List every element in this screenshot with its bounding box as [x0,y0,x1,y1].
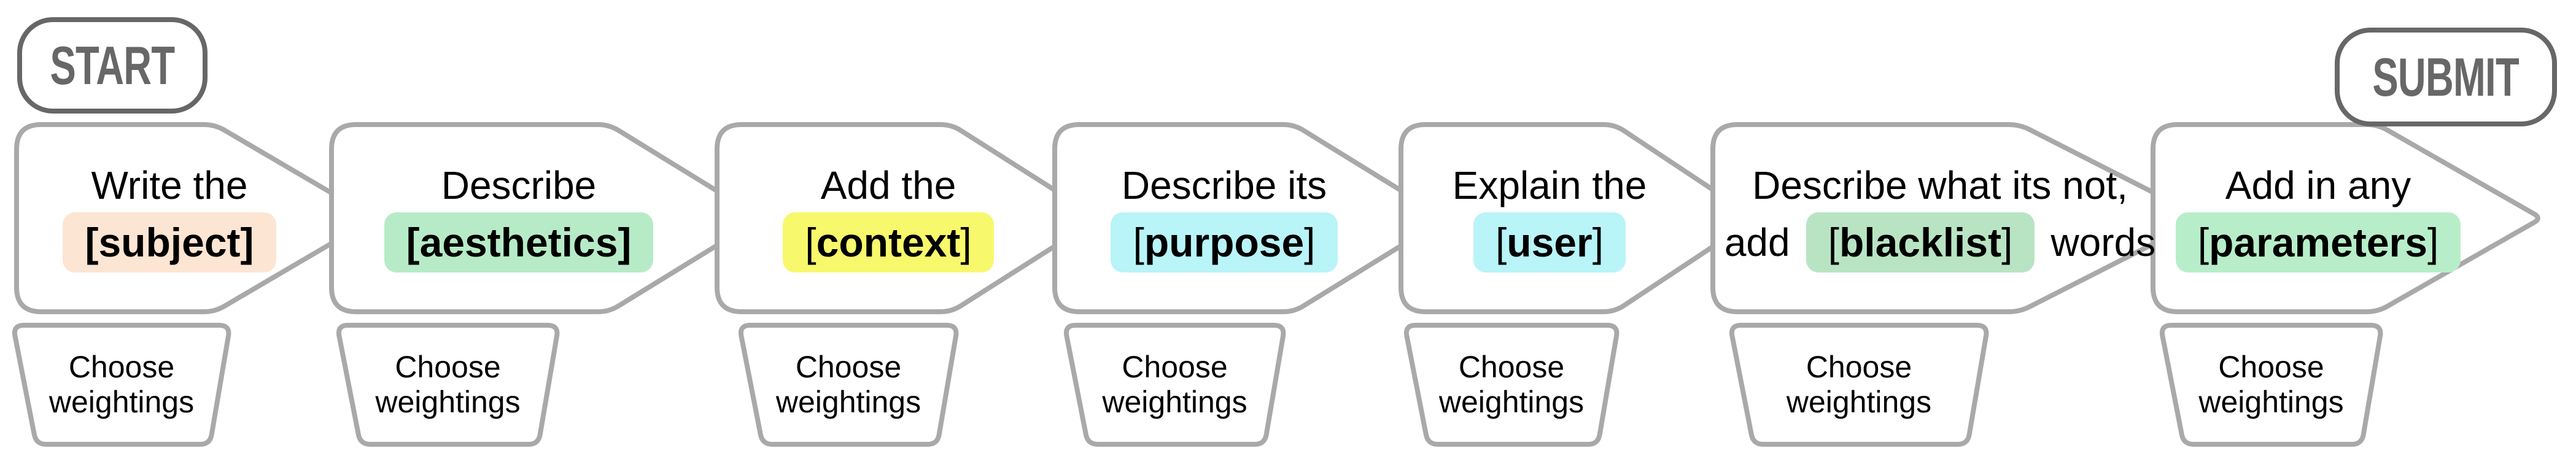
step-4-token-highlight: [purpose] [1111,212,1338,273]
choose-weightings-label-line2: weightings [1786,385,1932,419]
choose-weightings-label-line1: Choose [1806,350,1912,384]
step-1-subject-box: Write the [subject] [0,125,433,312]
step-2-token: aesthetics [419,220,618,266]
step-4-line2: [purpose] [1111,212,1338,273]
step-3-line2: [context] [783,212,994,273]
bracket-close: ] [2001,220,2013,266]
step-7-token-highlight: [parameters] [2175,212,2461,273]
step-1-token: subject [98,220,241,266]
step-7-instruction: Add in any [2225,163,2411,207]
step-4-instruction: Describe its [1121,163,1327,207]
step-6-token-highlight: [blacklist] [1806,212,2035,273]
step-6-post-text: words [2050,220,2156,265]
step-6-pre-text: add [1724,220,1790,265]
weighting-5-trapezoid [1403,323,1620,447]
choose-weightings-label-line2: weightings [1438,385,1585,419]
step-6-instruction: Describe what its not, [1752,163,2128,207]
bracket-close: ] [1304,220,1316,266]
bracket-close: ] [240,220,254,266]
bracket-open: [ [1828,220,1839,266]
choose-weightings-6[interactable]: Choose weightings [1730,325,1988,444]
step-6-token: blacklist [1839,220,2002,266]
weighting-1-trapezoid [12,323,231,447]
step-5-token: user [1507,220,1593,266]
choose-weightings-label-line2: weightings [375,385,521,419]
bracket-close: ] [618,220,632,266]
choose-weightings-label-line2: weightings [775,385,921,419]
step-7-token: parameters [2209,220,2427,266]
bracket-open: [ [805,220,817,266]
bracket-close: ] [2427,220,2439,266]
choose-weightings-1[interactable]: Choose weightings [13,325,230,444]
weighting-3-trapezoid [738,323,959,447]
weighting-6-trapezoid [1729,323,1989,447]
step-6-blacklist-box: Describe what its not, add [blacklist] w… [1676,125,2204,312]
bracket-open: [ [85,220,99,266]
submit-button[interactable]: SUBMIT [2335,28,2557,126]
start-label: START [50,34,176,96]
step-6-line2: add [blacklist] words [1724,212,2156,273]
weighting-7-trapezoid [2159,323,2383,447]
step-5-token-highlight: [user] [1473,212,1626,273]
bracket-close: ] [960,220,972,266]
choose-weightings-5[interactable]: Choose weightings [1405,325,1618,444]
step-5-instruction: Explain the [1452,163,1647,207]
choose-weightings-label-line1: Choose [1122,350,1228,384]
choose-weightings-label-line1: Choose [395,350,501,384]
step-2-aesthetics-box: Describe [aesthetics] [255,125,783,312]
choose-weightings-7[interactable]: Choose weightings [2160,325,2382,444]
step-5-user-box: Explain the [user] [1286,125,1814,312]
step-4-purpose-box: Describe its [purpose] [960,125,1488,312]
choose-weightings-4[interactable]: Choose weightings [1065,325,1285,444]
choose-weightings-label-line2: weightings [2198,385,2344,419]
choose-weightings-label-line1: Choose [2218,350,2324,384]
step-3-instruction: Add the [820,163,956,207]
choose-weightings-label-line1: Choose [68,350,175,384]
step-2-instruction: Describe [441,163,597,207]
weighting-2-trapezoid [336,323,560,447]
bracket-open: [ [1495,220,1507,266]
step-3-token: context [816,220,961,266]
step-4-token: purpose [1144,220,1305,266]
choose-weightings-2[interactable]: Choose weightings [337,325,559,444]
submit-label: SUBMIT [2372,46,2520,107]
step-2-token-highlight: [aesthetics] [384,212,654,273]
choose-weightings-label-line2: weightings [1102,385,1247,419]
step-1-instruction: Write the [91,163,248,207]
step-5-line2: [user] [1473,212,1626,273]
step-2-line2: [aesthetics] [384,212,654,273]
start-button[interactable]: START [17,17,208,114]
step-7-parameters-box: Add in any [parameters] [2054,125,2576,312]
step-1-line2: [subject] [63,212,276,273]
step-3-context-box: Add the [context] [624,125,1152,312]
weighting-4-trapezoid [1063,323,1286,447]
bracket-open: [ [2197,220,2209,266]
choose-weightings-label-line2: weightings [48,385,195,419]
bracket-close: ] [1592,220,1604,266]
step-1-token-highlight: [subject] [63,212,276,273]
choose-weightings-3[interactable]: Choose weightings [739,325,958,444]
step-7-line2: [parameters] [2175,212,2461,273]
choose-weightings-label-line1: Choose [795,350,902,384]
step-3-token-highlight: [context] [783,212,994,273]
choose-weightings-label-line1: Choose [1458,350,1565,384]
bracket-open: [ [1133,220,1144,266]
bracket-open: [ [406,220,420,266]
